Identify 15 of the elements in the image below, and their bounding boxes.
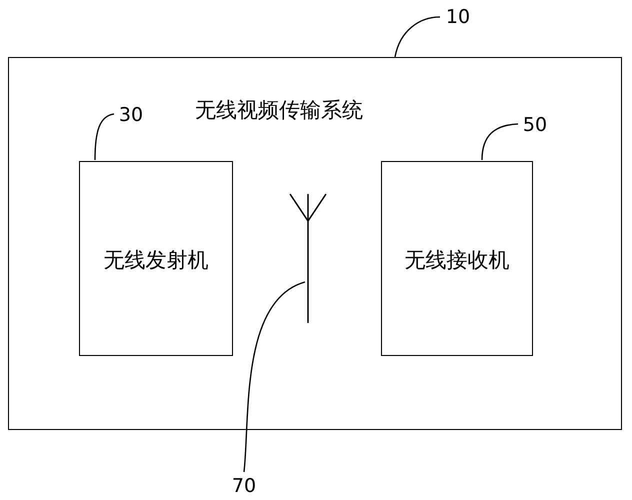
leader-line — [94, 113, 114, 160]
callout-number: 70 — [228, 472, 260, 500]
device-box — [79, 161, 233, 356]
leader-line — [394, 16, 440, 58]
device-label: 无线接收机 — [404, 247, 510, 274]
antenna-icon — [289, 193, 327, 324]
system-box — [8, 57, 622, 430]
callout-number: 30 — [115, 101, 147, 129]
leader-line — [481, 123, 518, 160]
device-box — [381, 161, 533, 356]
leader-line — [243, 281, 306, 472]
device-label: 无线发射机 — [102, 247, 210, 274]
system-title: 无线视频传输系统 — [195, 97, 363, 124]
callout-number: 10 — [440, 3, 476, 31]
callout-number: 50 — [519, 111, 551, 139]
